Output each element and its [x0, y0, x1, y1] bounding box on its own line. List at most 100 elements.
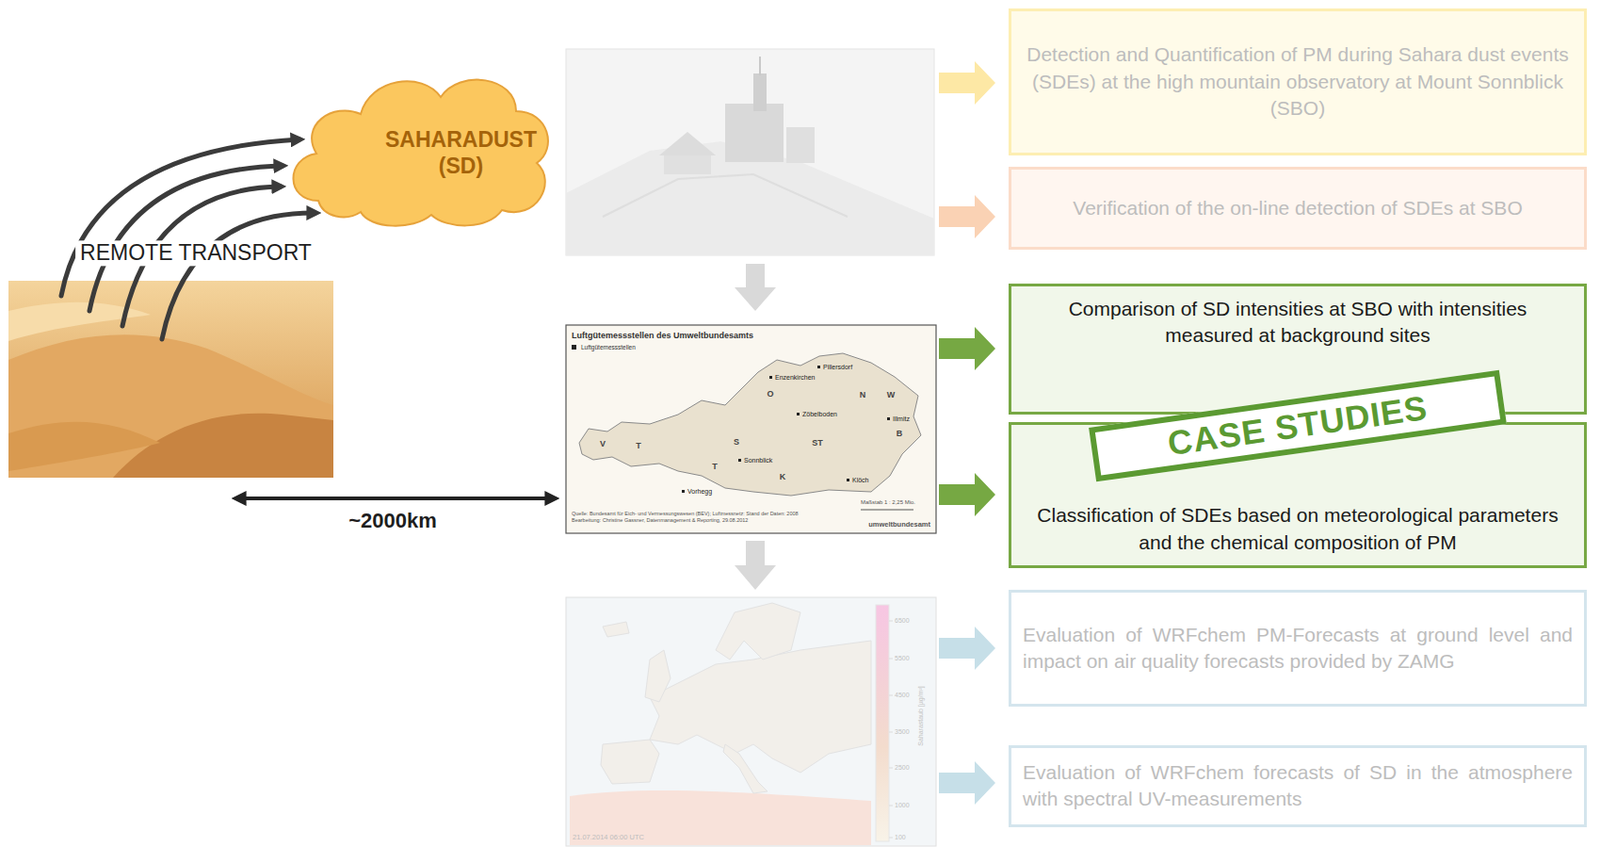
colorbar-tick: 2500: [894, 763, 910, 772]
europe-forecast-map: [565, 597, 937, 846]
station-name: Enzenkirchen: [775, 373, 815, 382]
objective-text: Verification of the on-line detection of…: [1022, 194, 1573, 222]
state-letter: K: [779, 472, 787, 483]
distance-arrow: [237, 496, 554, 501]
objective-text: Evaluation of WRFchem forecasts of SD in…: [1022, 759, 1573, 813]
transport-arcs: [161, 212, 316, 340]
objective-arrow: [938, 61, 996, 805]
map-legend-text: Luftgütemessstellen: [581, 343, 636, 351]
colorbar-tick: 3500: [894, 727, 910, 736]
map-logo: umweltbundesamt: [868, 520, 931, 529]
austria-station-map: [860, 509, 914, 511]
europe-forecast-map: [723, 743, 768, 793]
objective-arrow: [938, 472, 996, 517]
distance-label: ~2000km: [348, 509, 437, 533]
europe-forecast-map: [888, 694, 893, 696]
observatory-photo: [759, 56, 761, 76]
objective-box: Evaluation of WRFchem PM-Forecasts at gr…: [1008, 589, 1587, 707]
objective-arrow: [938, 626, 996, 670]
austria-station-map: [738, 458, 742, 462]
europe-forecast-map: [569, 790, 872, 845]
flow-down-arrow: [734, 540, 776, 590]
colorbar-tick: 1000: [894, 801, 910, 809]
distance-arrow: [237, 498, 554, 500]
state-letter: B: [896, 429, 904, 439]
europe-forecast-map: [600, 739, 660, 784]
europe-forecast-map: [888, 620, 893, 838]
europe-forecast-map: [888, 837, 893, 839]
objective-text: Evaluation of WRFchem PM-Forecasts at gr…: [1022, 621, 1573, 676]
station-name: Sonnblick: [743, 456, 773, 465]
objective-arrow: [938, 61, 996, 105]
austria-station-map: [846, 478, 850, 482]
station-name: Pillersdorf: [823, 363, 853, 372]
state-letter: V: [599, 439, 606, 450]
objective-box: Verification of the on-line detection of…: [1008, 166, 1587, 250]
objective-box: Evaluation of WRFchem forecasts of SD in…: [1008, 744, 1587, 827]
europe-forecast-map: [888, 767, 893, 769]
austria-station-map: [796, 412, 800, 416]
state-letter: N: [859, 390, 867, 401]
europe-forecast-map: [888, 658, 893, 660]
europe-forecast-map: [875, 604, 889, 841]
observatory-photo: [602, 174, 848, 217]
colorbar-title: Saharastaub [µg/m²]: [917, 685, 925, 746]
cloud-shape: SAHARADUST (SD): [280, 59, 557, 230]
europe-forecast-map: [888, 805, 893, 807]
station-name: Zöbelboden: [802, 410, 838, 419]
objective-box: Detection and Quantification of PM durin…: [1008, 8, 1587, 156]
station-name: Vorhegg: [687, 487, 712, 496]
austria-station-map: [579, 353, 922, 496]
europe-forecast-map: [600, 602, 872, 793]
austria-station-map: [769, 375, 773, 379]
state-letter: O: [766, 389, 774, 400]
state-letter: ST: [811, 438, 824, 449]
objective-text: Classification of SDEs based on meteorol…: [1022, 501, 1573, 556]
austria-station-map: [565, 324, 937, 534]
state-letter: S: [733, 437, 740, 448]
observatory-photo: [663, 155, 712, 175]
europe-forecast-map: [602, 621, 630, 637]
observatory-photo: [753, 73, 767, 112]
cloud-label: SAHARADUST (SD): [376, 127, 547, 179]
europe-forecast-map: [888, 620, 893, 622]
desert-image: [8, 421, 161, 471]
austria-station-map: [817, 365, 821, 369]
state-letter: T: [635, 441, 642, 452]
austria-station-map: [887, 417, 890, 421]
colorbar-tick: 5500: [894, 654, 910, 663]
station-name: Illmitz: [892, 415, 910, 423]
state-letter: T: [711, 462, 718, 472]
transport-arcs: [61, 139, 316, 340]
objective-arrow: [938, 194, 996, 239]
austria-station-map: [681, 489, 685, 493]
desert-image: [8, 334, 334, 478]
europe-forecast-map: [565, 597, 937, 846]
map-title: Luftgütemessstellen des Umweltbundesamts: [571, 331, 754, 341]
objective-arrow: [938, 760, 996, 805]
observatory-photo: [725, 103, 784, 162]
austria-station-map: [571, 344, 577, 350]
colorbar-tick: 4500: [894, 691, 910, 699]
observatory-photo: [565, 48, 935, 256]
europe-forecast-map: [888, 731, 893, 733]
colorbar-tick: 6500: [894, 616, 910, 625]
europe-forecast-map: [715, 602, 801, 660]
map-scale: Maßstab 1 : 2,25 Mio.: [860, 499, 916, 506]
objective-text: Comparison of SD intensities at SBO with…: [1022, 295, 1573, 350]
observatory-photo: [565, 48, 935, 256]
objective-text: Detection and Quantification of PM durin…: [1022, 41, 1573, 122]
europe-forecast-map: [645, 649, 671, 702]
austria-station-map: [565, 324, 937, 534]
transport-label: REMOTE TRANSPORT: [75, 240, 317, 266]
state-letter: W: [887, 390, 896, 401]
observatory-photo: [786, 127, 815, 163]
observatory-photo: [659, 131, 716, 156]
map-source-note: Bearbeitung: Christine Gassner, Datenman…: [571, 517, 748, 523]
objective-arrow: [938, 326, 996, 371]
map-timestamp: 21.07.2014 06:00 UTC: [572, 833, 645, 841]
cloud-outline: [292, 80, 548, 227]
flow-down-arrow: [734, 263, 776, 311]
colorbar-tick: 100: [894, 833, 906, 841]
